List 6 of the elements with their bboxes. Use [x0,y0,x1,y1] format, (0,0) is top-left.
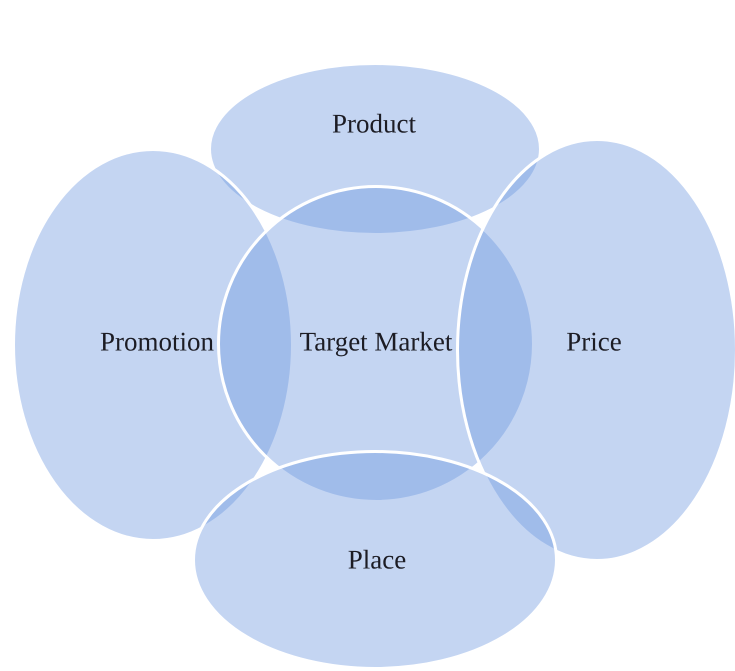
ellipse-label: Price [566,326,622,358]
ellipse-label: Place [348,544,406,576]
ellipse-label: Promotion [100,326,214,358]
ellipse-label: Product [332,108,416,140]
ellipse-label: Target Market [300,326,452,358]
venn-ellipse [192,450,558,670]
